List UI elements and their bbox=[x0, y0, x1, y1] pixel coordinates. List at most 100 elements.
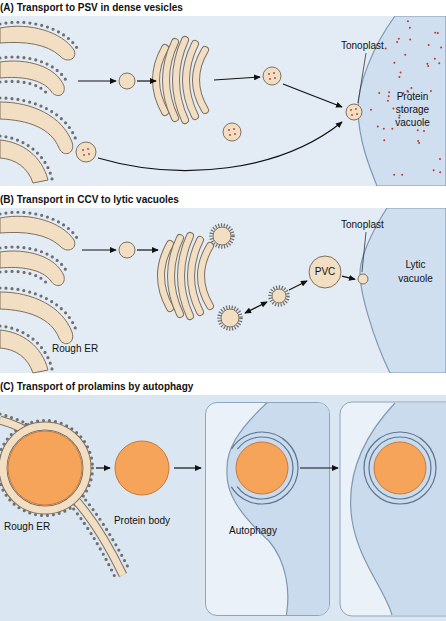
storage-protein-dot bbox=[378, 92, 380, 94]
panel-band: (C) Transport of prolamins by autophagyA… bbox=[0, 395, 446, 621]
transport-arrow bbox=[289, 281, 307, 290]
dense-vesicle bbox=[234, 133, 236, 135]
rough-er bbox=[3, 426, 87, 510]
storage-protein-dot bbox=[430, 90, 432, 92]
transport-arrow bbox=[96, 467, 110, 468]
er-cisternae bbox=[0, 136, 52, 179]
transport-arrow bbox=[214, 77, 260, 80]
clathrin-coated-vesicle bbox=[221, 309, 239, 327]
storage-protein-dot bbox=[433, 169, 435, 171]
compartment-label: PVC bbox=[308, 266, 342, 278]
transport-arrow bbox=[98, 122, 342, 170]
rough-er bbox=[0, 414, 33, 428]
dense-vesicle bbox=[83, 154, 85, 156]
leader-line bbox=[358, 53, 366, 272]
leader-line bbox=[362, 232, 366, 272]
golgi-stack bbox=[166, 42, 175, 118]
storage-protein-dot bbox=[423, 130, 425, 132]
golgi-stack bbox=[176, 40, 185, 120]
golgi-stack bbox=[166, 42, 175, 118]
storage-protein-dot bbox=[401, 174, 403, 176]
transport-arrow bbox=[96, 468, 338, 469]
cell-frame bbox=[340, 402, 446, 616]
storage-protein-dot bbox=[388, 91, 390, 93]
transport-arrow bbox=[283, 84, 342, 107]
storage-protein-dot bbox=[434, 58, 436, 60]
golgi-stack bbox=[181, 236, 190, 316]
storage-protein-dot bbox=[438, 62, 440, 64]
protein-body bbox=[226, 432, 298, 504]
er-cisternae bbox=[0, 330, 48, 373]
transport-arrow bbox=[82, 249, 116, 250]
dense-vesicle bbox=[87, 148, 89, 150]
er-cisternae bbox=[0, 22, 77, 183]
transport-arrow bbox=[300, 467, 338, 468]
leader-line bbox=[358, 53, 366, 103]
storage-protein-dot bbox=[383, 139, 385, 141]
storage-protein-dot bbox=[404, 54, 406, 56]
transport-arrow bbox=[137, 80, 156, 81]
clathrin-coated-vesicle bbox=[119, 225, 368, 329]
part-label: Tonoplast bbox=[341, 219, 384, 231]
transport-arrow bbox=[342, 276, 355, 279]
clathrin-coated-vesicle bbox=[213, 227, 231, 245]
storage-protein-dot bbox=[398, 38, 400, 40]
tonoplast-membrane bbox=[360, 208, 446, 373]
transport-arrow bbox=[78, 77, 342, 170]
panel-title: (C) Transport of prolamins by autophagy bbox=[0, 381, 193, 393]
storage-protein-dot bbox=[392, 108, 394, 110]
golgi-stack bbox=[161, 236, 210, 316]
storage-protein-dot bbox=[370, 109, 372, 111]
cell-frame bbox=[364, 432, 436, 504]
compartment-label: Protein storage vacuole bbox=[385, 90, 440, 129]
er-cisternae bbox=[0, 61, 64, 96]
part-label: Protein body bbox=[107, 515, 177, 527]
golgi-stack bbox=[161, 244, 170, 308]
er-cisternae bbox=[0, 81, 48, 95]
part-label: Tonoplast bbox=[341, 40, 384, 52]
dense-vesicle bbox=[273, 72, 275, 74]
clathrin-coated-vesicle bbox=[272, 289, 286, 303]
storage-protein-dot bbox=[417, 140, 419, 142]
cell-frame bbox=[374, 442, 426, 494]
storage-protein-dot bbox=[383, 128, 385, 130]
storage-protein-dot bbox=[385, 48, 387, 50]
compartment-outline bbox=[309, 256, 341, 288]
dense-vesicle bbox=[82, 149, 84, 151]
part-label: Rough ER bbox=[52, 343, 98, 355]
er-cisternae bbox=[0, 98, 76, 140]
storage-protein-dot bbox=[400, 71, 402, 73]
storage-protein-dot bbox=[387, 100, 389, 102]
storage-protein-dot bbox=[418, 142, 420, 144]
golgi-stack bbox=[196, 50, 205, 110]
protein-body bbox=[231, 437, 293, 499]
part-label: Rough ER bbox=[4, 521, 50, 533]
protein-body bbox=[236, 442, 288, 494]
storage-protein-dot bbox=[396, 41, 398, 43]
dense-vesicle bbox=[268, 73, 270, 75]
transport-arrow bbox=[78, 80, 116, 81]
golgi-stack bbox=[201, 246, 210, 306]
storage-protein-dot bbox=[393, 174, 395, 176]
storage-protein-dot bbox=[427, 65, 429, 67]
storage-protein-dot bbox=[388, 95, 390, 97]
cell-frame: Autophagy bbox=[205, 402, 330, 616]
storage-protein-dot bbox=[409, 27, 411, 29]
storage-protein-dot bbox=[439, 158, 441, 160]
golgi-stack bbox=[156, 48, 165, 112]
golgi-stack bbox=[196, 50, 205, 110]
rough-er bbox=[66, 500, 116, 579]
er-cisternae bbox=[0, 271, 48, 285]
transport-arrow bbox=[174, 467, 201, 468]
panel-title: (A) Transport to PSV in dense vesicles bbox=[0, 2, 183, 14]
golgi-stack bbox=[156, 48, 165, 112]
dense-vesicle bbox=[263, 67, 281, 85]
storage-protein-dot bbox=[428, 44, 430, 46]
storage-protein-dot bbox=[417, 129, 419, 131]
dense-vesicle bbox=[355, 108, 357, 110]
rough-er bbox=[3, 426, 87, 510]
transport-arrow bbox=[137, 249, 158, 250]
dense-vesicle bbox=[223, 123, 241, 141]
